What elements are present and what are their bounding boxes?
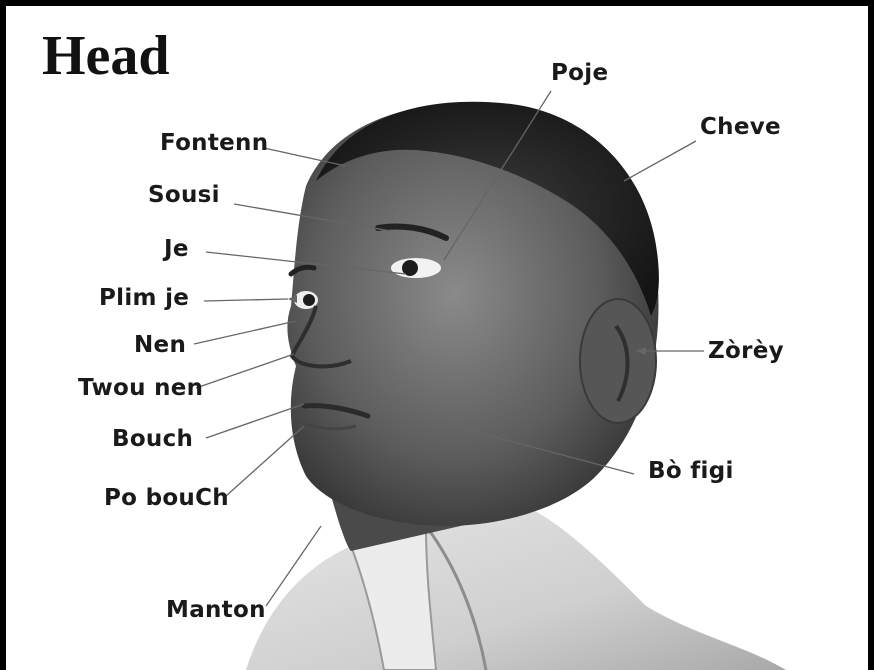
jacket-shape bbox=[246, 506, 786, 670]
label-je: Je bbox=[164, 238, 189, 261]
label-twou-nen: Twou nen bbox=[78, 377, 203, 400]
label-bouch: Bouch bbox=[112, 428, 193, 451]
label-plim-je: Plim je bbox=[99, 287, 189, 310]
label-zorey: Zòrèy bbox=[708, 340, 784, 363]
page-title: Head bbox=[42, 28, 170, 84]
diagram-frame: Head Poje Cheve Fontenn Sousi Je Plim je… bbox=[6, 6, 868, 670]
ear-shape bbox=[580, 299, 656, 423]
label-manton: Manton bbox=[166, 599, 266, 622]
label-nen: Nen bbox=[134, 334, 186, 357]
label-po-bouch: Po bouCh bbox=[104, 487, 229, 510]
leader-bouch bbox=[206, 404, 304, 438]
label-sousi: Sousi bbox=[148, 184, 220, 207]
label-cheve: Cheve bbox=[700, 116, 781, 139]
leader-po-bouch bbox=[226, 426, 304, 496]
leader-plim-je bbox=[204, 299, 288, 301]
leader-nen bbox=[194, 321, 296, 344]
leader-twou-nen bbox=[196, 354, 294, 388]
label-poje: Poje bbox=[551, 62, 608, 85]
label-fontenn: Fontenn bbox=[160, 132, 268, 155]
leader-cheve bbox=[624, 141, 696, 181]
label-bo-figi: Bò figi bbox=[648, 460, 734, 483]
